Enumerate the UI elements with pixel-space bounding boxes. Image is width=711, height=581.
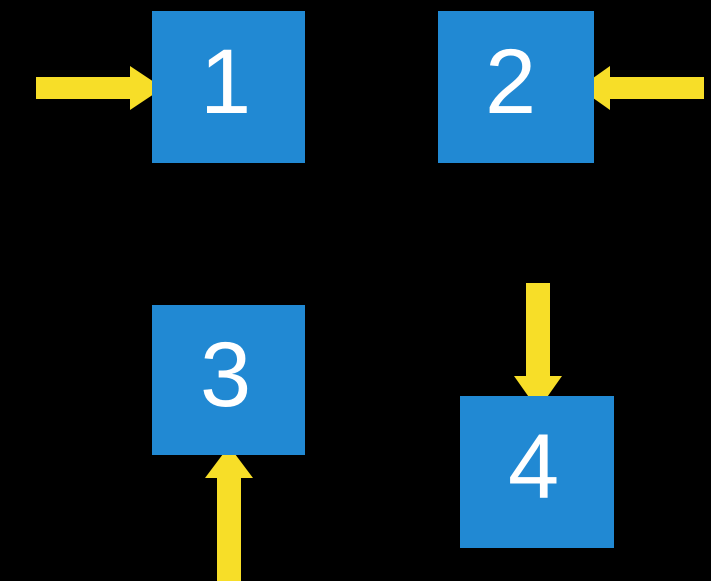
node-box-2[interactable] bbox=[438, 11, 594, 163]
node-box-4[interactable] bbox=[460, 396, 614, 548]
node-label-4: 4 bbox=[508, 416, 560, 518]
node-label-2: 2 bbox=[485, 31, 537, 133]
node-box-1[interactable] bbox=[152, 11, 305, 163]
arrow-shape-up bbox=[205, 446, 253, 581]
arrow-shape-right bbox=[36, 66, 163, 110]
node-label-1: 1 bbox=[200, 31, 252, 133]
arrow-into-node-2 bbox=[579, 66, 704, 110]
arrow-into-node-4 bbox=[514, 283, 562, 410]
arrow-into-node-3 bbox=[205, 446, 253, 581]
node-label-3: 3 bbox=[200, 324, 252, 426]
arrow-shape-down bbox=[514, 283, 562, 410]
arrow-shape-left bbox=[579, 66, 704, 110]
arrow-into-node-1 bbox=[36, 66, 163, 110]
node-box-3[interactable] bbox=[152, 305, 305, 455]
